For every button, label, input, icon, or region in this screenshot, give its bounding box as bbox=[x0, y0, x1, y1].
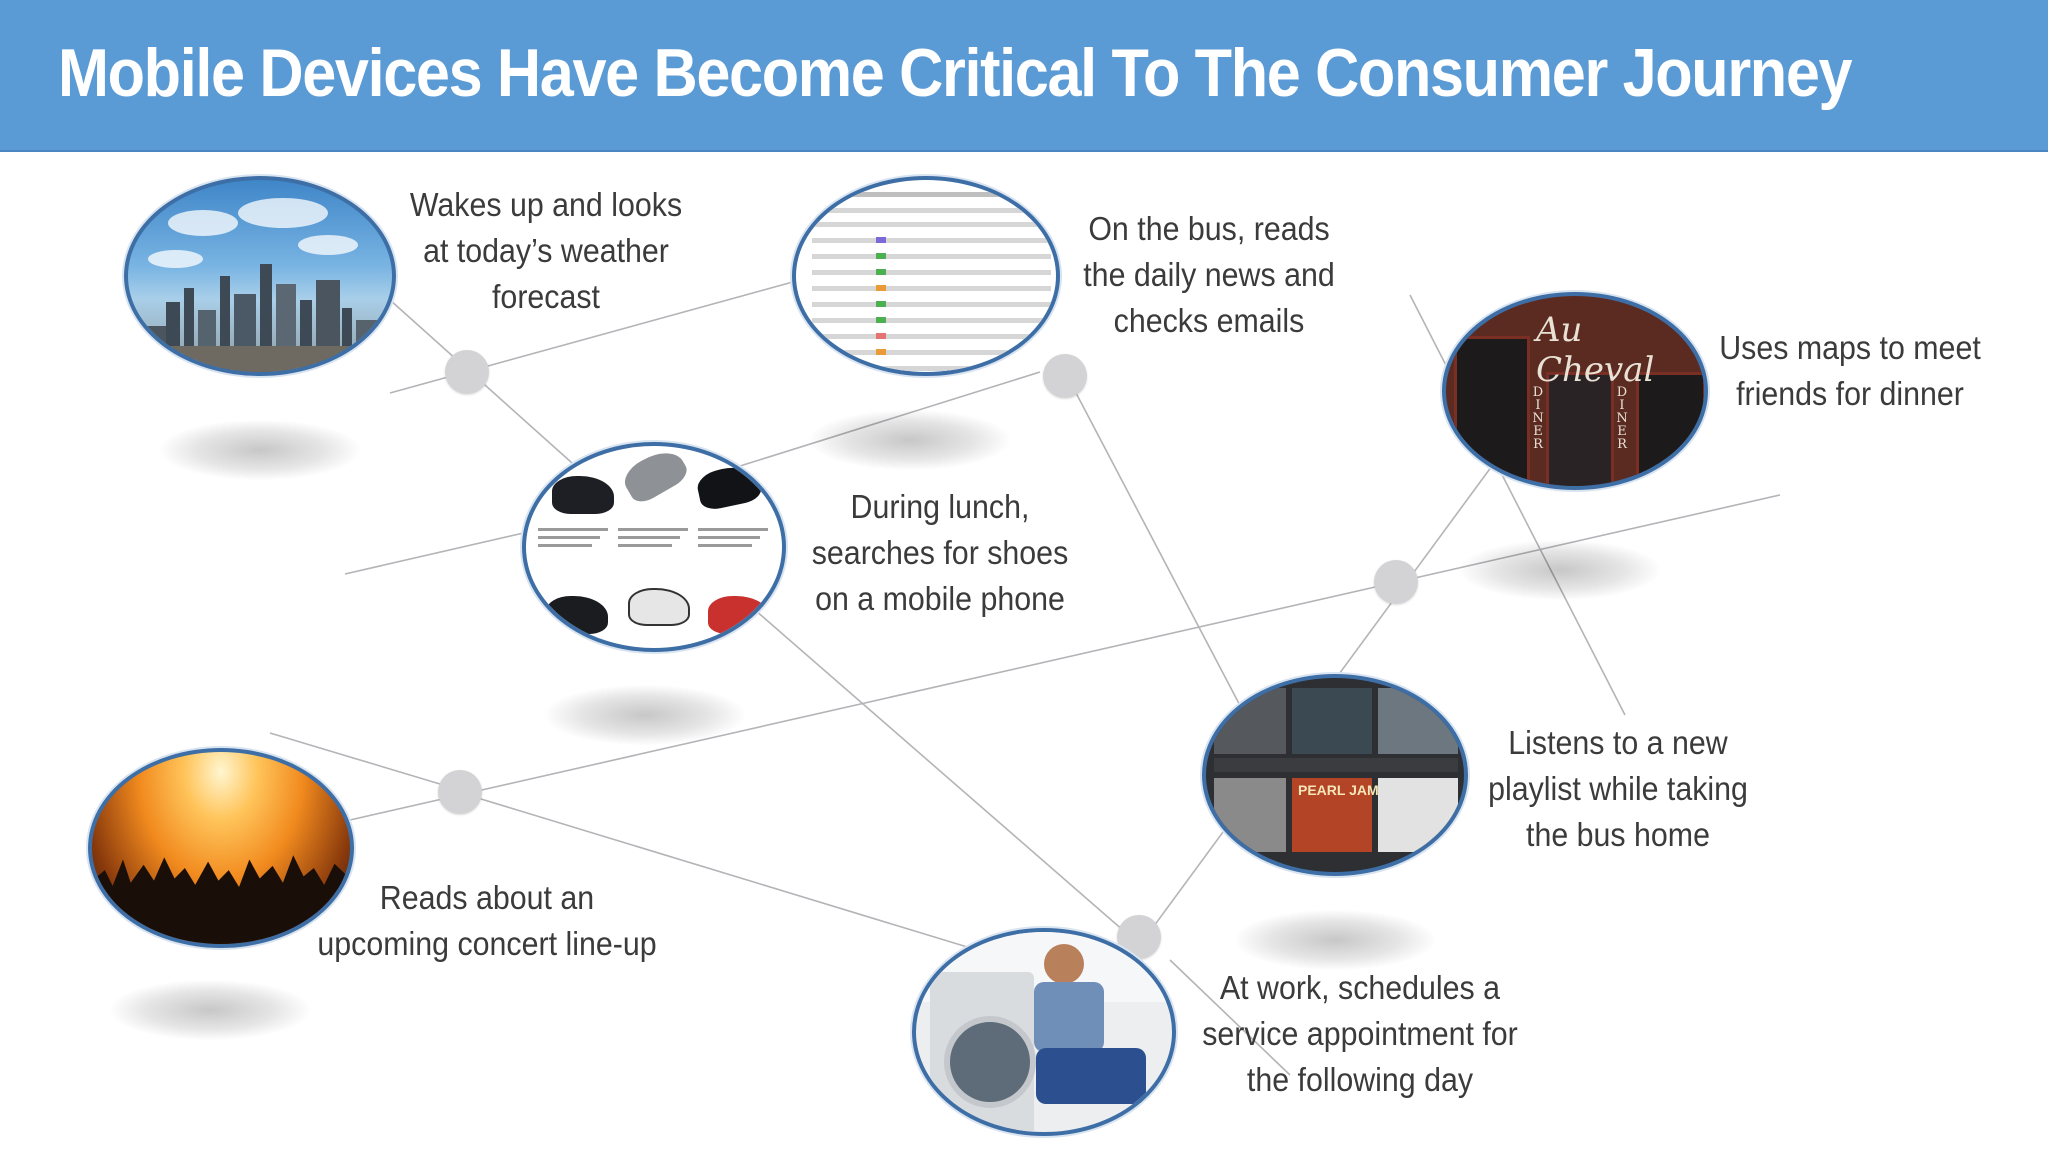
maps-restaurant-image: Au Cheval DINER DINER bbox=[1442, 292, 1708, 490]
slide-title: Mobile Devices Have Become Critical To T… bbox=[58, 35, 1853, 111]
playlist-caption: Listens to a new playlist while taking t… bbox=[1480, 720, 1756, 858]
shoes-search-image bbox=[522, 442, 786, 652]
caption-line: the bus home bbox=[1526, 816, 1710, 853]
journey-node bbox=[438, 770, 482, 814]
caption-line: friends for dinner bbox=[1736, 375, 1964, 412]
caption-line: playlist while taking bbox=[1488, 770, 1748, 807]
maps-caption: Uses maps to meet friends for dinner bbox=[1712, 325, 1988, 417]
caption-line: upcoming concert line-up bbox=[317, 925, 657, 962]
shoes-caption: During lunch, searches for shoes on a mo… bbox=[802, 484, 1078, 622]
caption-line: Uses maps to meet bbox=[1719, 329, 1981, 366]
caption-line: the daily news and bbox=[1083, 256, 1335, 293]
concert-crowd-image bbox=[88, 748, 354, 948]
shoes-shadow bbox=[545, 685, 745, 745]
caption-line: During lunch, bbox=[850, 488, 1030, 525]
connector-line bbox=[739, 371, 1041, 467]
playlist-album-image: PEARL JAM bbox=[1202, 674, 1468, 876]
caption-line: forecast bbox=[491, 278, 600, 315]
connector-line bbox=[389, 299, 601, 489]
caption-line: the following day bbox=[1246, 1061, 1474, 1098]
weather-shadow bbox=[160, 420, 360, 480]
journey-node bbox=[1043, 354, 1087, 398]
concert-shadow bbox=[110, 980, 310, 1040]
album-title: PEARL JAM bbox=[1298, 782, 1379, 798]
title-bar: Mobile Devices Have Become Critical To T… bbox=[0, 0, 2048, 152]
caption-line: searches for shoes bbox=[811, 534, 1069, 571]
news-caption: On the bus, reads the daily news and che… bbox=[1076, 206, 1343, 344]
connector-line bbox=[349, 494, 1781, 821]
concert-caption: Reads about an upcoming concert line-up bbox=[317, 875, 657, 967]
restaurant-sign: Au Cheval bbox=[1536, 310, 1655, 390]
caption-line: Listens to a new bbox=[1508, 724, 1728, 761]
service-repair-image bbox=[912, 928, 1176, 1136]
news-shadow bbox=[810, 410, 1010, 470]
restaurant-vertical-sign: DINER bbox=[1532, 385, 1544, 452]
journey-node bbox=[445, 350, 489, 394]
journey-node bbox=[1374, 560, 1418, 604]
connector-line bbox=[269, 732, 461, 791]
caption-line: On the bus, reads bbox=[1088, 210, 1330, 247]
caption-line: Wakes up and looks bbox=[409, 186, 683, 223]
caption-line: Reads about an bbox=[379, 879, 595, 916]
caption-line: at today’s weather bbox=[423, 232, 669, 269]
caption-line: service appointment for bbox=[1202, 1015, 1518, 1052]
service-caption: At work, schedules a service appointment… bbox=[1194, 965, 1525, 1103]
playlist-shadow bbox=[1235, 910, 1435, 970]
caption-line: on a mobile phone bbox=[815, 580, 1065, 617]
restaurant-vertical-sign-2: DINER bbox=[1616, 385, 1628, 452]
news-email-image bbox=[792, 176, 1060, 376]
caption-line: checks emails bbox=[1113, 302, 1305, 339]
connector-line bbox=[1064, 371, 1246, 716]
maps-shadow bbox=[1460, 540, 1660, 600]
weather-caption: Wakes up and looks at today’s weather fo… bbox=[408, 182, 684, 320]
caption-line: At work, schedules a bbox=[1219, 969, 1501, 1006]
connector-line bbox=[754, 609, 1141, 946]
weather-skyline-image bbox=[124, 176, 396, 376]
connector-line bbox=[1169, 959, 1291, 1076]
